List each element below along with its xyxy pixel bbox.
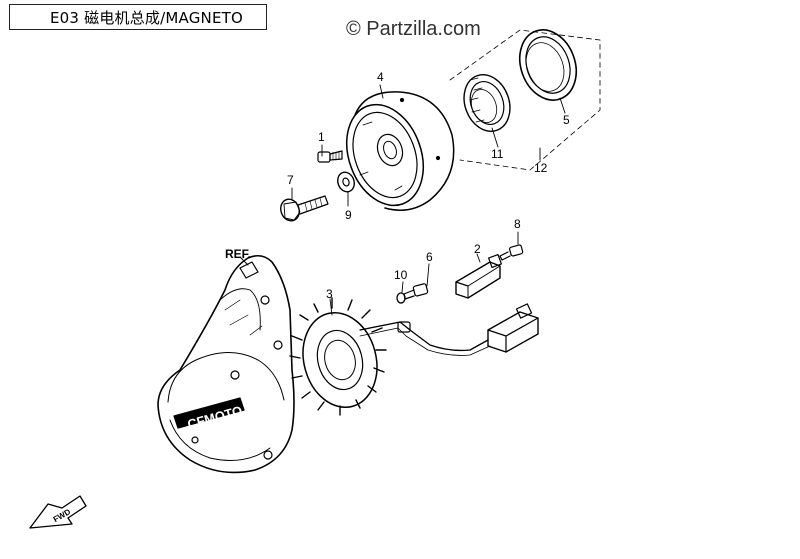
part-6-bolt[interactable]	[403, 283, 429, 300]
callout-8: 8	[514, 217, 521, 231]
leader-lines	[240, 84, 566, 316]
cover-logo-plate: CFMOTO	[173, 397, 245, 432]
diagram-title: E03 磁电机总成/MAGNETO	[9, 4, 267, 30]
callout-6: 6	[426, 250, 433, 264]
diagram-title-text: E03 磁电机总成/MAGNETO	[50, 8, 244, 27]
wire-connector	[487, 303, 539, 353]
callout-11: 11	[491, 147, 504, 161]
ref-label: REF.	[225, 247, 251, 261]
part-5-ring[interactable]	[510, 22, 585, 108]
part-4-flywheel[interactable]	[333, 91, 455, 216]
callout-10: 10	[394, 268, 408, 282]
part-12-assembly-outline	[449, 29, 601, 171]
part-7-flange-bolt[interactable]	[278, 195, 329, 223]
watermark: © Partzilla.com	[346, 18, 481, 40]
fwd-arrow-icon: FWD	[29, 495, 87, 529]
part-11-starter-clutch[interactable]	[456, 68, 517, 138]
part-10-washer[interactable]	[396, 292, 406, 304]
callout-3: 3	[326, 287, 333, 301]
part-9-washer[interactable]	[335, 170, 357, 194]
part-2-pickup-coil[interactable]	[455, 253, 503, 299]
callout-7: 7	[287, 173, 294, 187]
part-8-screw[interactable]	[499, 244, 524, 261]
fwd-label: FWD	[52, 507, 72, 524]
engine-side-cover	[157, 254, 295, 474]
callout-12: 12	[534, 161, 548, 175]
callout-2: 2	[474, 242, 481, 256]
callout-5: 5	[563, 113, 570, 127]
part-3-stator[interactable]	[289, 297, 387, 416]
callout-9: 9	[345, 208, 352, 222]
callouts: 1 2 3 4 5 6 7 8 9 10 11 12 REF.	[225, 70, 570, 301]
stator-wire-harness	[359, 321, 491, 356]
callout-4: 4	[377, 70, 384, 84]
part-1-bolt[interactable]	[317, 150, 343, 163]
callout-1: 1	[318, 130, 325, 144]
